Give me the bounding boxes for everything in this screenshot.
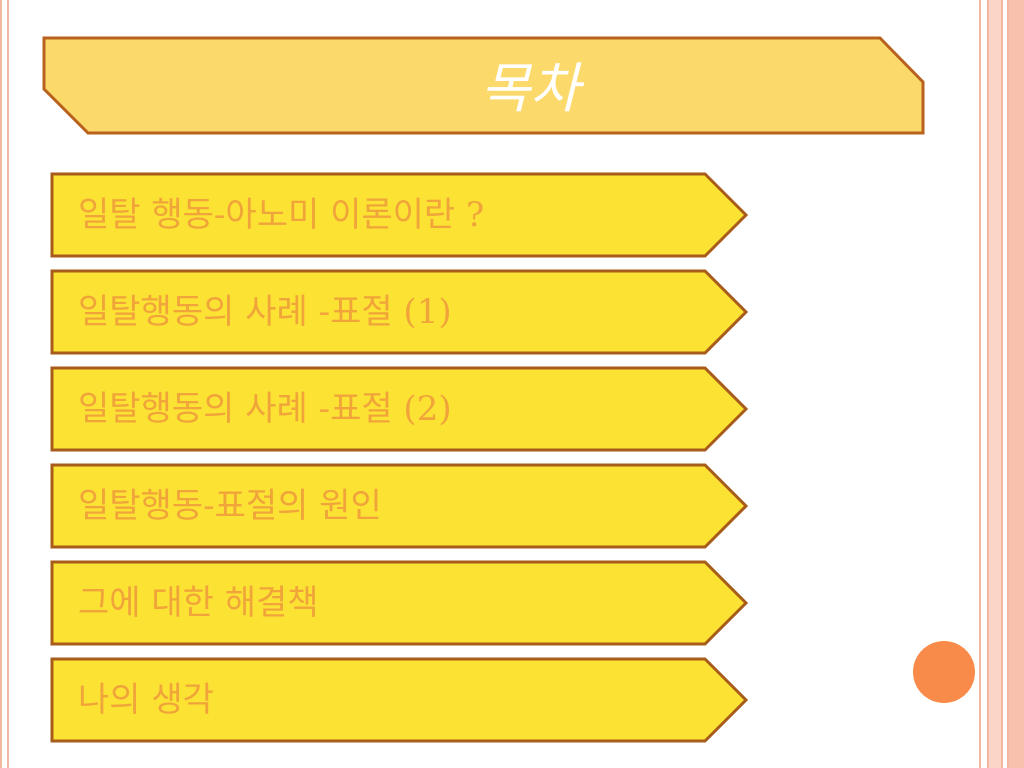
toc-item-shape [50,560,749,646]
toc-item-label: 그에 대한 해결책 [78,583,319,623]
toc-item-shape [50,366,749,452]
right-border-stripes [976,0,1024,768]
toc-item-shape [50,269,749,355]
toc-item-label: 나의 생각 [78,680,214,720]
toc-item-3[interactable]: 일탈행동의 사례 -표절 (2) [50,366,750,452]
toc-item-label: 일탈 행동-아노미 이론이란 ? [78,195,485,235]
left-border-stripe [0,0,9,768]
toc-item-2[interactable]: 일탈행동의 사례 -표절 (1) [50,269,750,355]
toc-item-shape [50,463,749,549]
toc-item-1[interactable]: 일탈 행동-아노미 이론이란 ? [50,172,750,258]
slide-title: 목차 [480,57,580,120]
toc-item-label: 일탈행동의 사례 -표절 (2) [78,389,452,429]
toc-item-label: 일탈행동-표절의 원인 [78,486,382,526]
toc-item-6[interactable]: 나의 생각 [50,657,750,743]
accent-circle [913,641,975,703]
toc-item-shape [50,657,749,743]
toc-item-shape [50,172,749,258]
toc-item-5[interactable]: 그에 대한 해결책 [50,560,750,646]
toc-item-4[interactable]: 일탈행동-표절의 원인 [50,463,750,549]
toc-item-label: 일탈행동의 사례 -표절 (1) [78,292,452,332]
